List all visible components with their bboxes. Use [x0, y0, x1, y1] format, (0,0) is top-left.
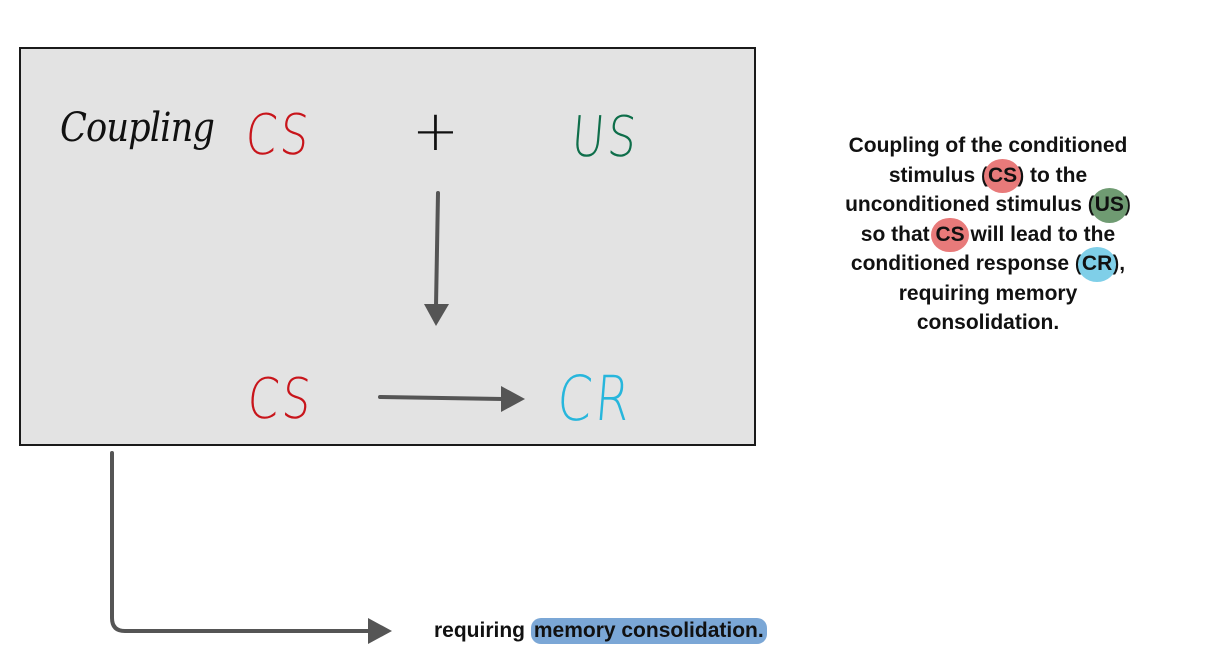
cs-highlight: CS — [931, 217, 969, 252]
footer-label: requiring memory consolidation. — [434, 618, 767, 644]
us-label: US — [568, 105, 643, 170]
text-segment: unconditioned stimulus ( — [845, 193, 1095, 216]
explanation-line: consolidation. — [808, 308, 1168, 338]
text-segment: consolidation. — [916, 311, 1060, 334]
cs-highlight: CS — [983, 158, 1022, 193]
explanation-line: conditioned response (CR), — [808, 247, 1168, 281]
text-segment: will lead to the — [964, 222, 1116, 246]
cs-top-label: CS — [242, 103, 315, 168]
cs-bottom-label: CS — [244, 367, 317, 432]
explanation-line: requiring memory — [808, 279, 1168, 309]
text-segment: conditioned response ( — [850, 252, 1082, 275]
text-segment: so that — [860, 222, 936, 246]
explanation-line: Coupling of the conditioned — [808, 131, 1168, 161]
explanation-text: Coupling of the conditioned stimulus (CS… — [808, 131, 1168, 338]
footer-prefix: requiring — [434, 619, 531, 642]
text-segment: Coupling of the conditioned — [848, 134, 1128, 157]
elbow-arrow — [110, 451, 392, 644]
explanation-line: so that CS will lead to the — [808, 217, 1168, 252]
us-highlight: US — [1090, 188, 1129, 222]
cr-highlight: CR — [1077, 247, 1117, 281]
text-segment: ), — [1112, 252, 1126, 275]
text-segment: ) to the — [1017, 163, 1088, 187]
text-segment: requiring memory — [898, 281, 1078, 305]
explanation-line: unconditioned stimulus (US) — [808, 188, 1168, 222]
coupling-label: Coupling — [60, 105, 215, 151]
plus-sign: + — [412, 99, 459, 164]
explanation-line: stimulus (CS) to the — [808, 158, 1168, 193]
text-segment: stimulus ( — [888, 163, 988, 187]
cr-label: CR — [554, 362, 637, 435]
memory-consolidation-highlight: memory consolidation. — [530, 618, 767, 644]
diagram-box — [19, 47, 756, 446]
